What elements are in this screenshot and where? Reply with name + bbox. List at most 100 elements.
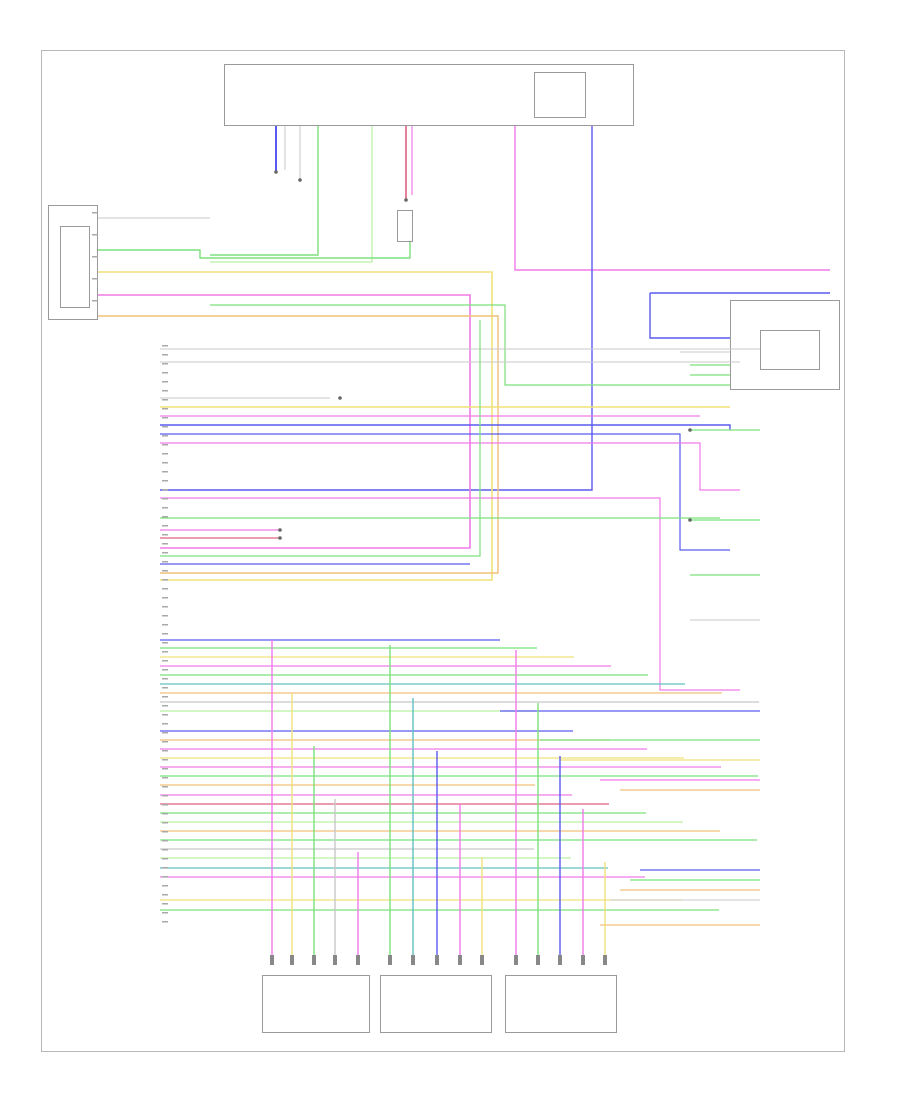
terminal-pin xyxy=(162,678,168,680)
terminal-pin xyxy=(162,615,168,617)
connector-pin xyxy=(558,955,562,965)
terminal-pin xyxy=(162,768,168,770)
terminal-pin xyxy=(162,363,168,365)
terminal-pin xyxy=(162,489,168,491)
connector-pin xyxy=(312,955,316,965)
terminal-pin xyxy=(162,858,168,860)
wire-12 xyxy=(98,294,471,549)
terminal-pin xyxy=(162,354,168,356)
splice-dot xyxy=(404,198,408,202)
terminal-pin xyxy=(162,498,168,500)
top-module-box xyxy=(224,64,634,126)
wire-7 xyxy=(514,126,830,271)
connector-pin xyxy=(514,955,518,965)
terminal-pin xyxy=(162,417,168,419)
bottom-component-right xyxy=(505,975,617,1033)
terminal-pin xyxy=(162,804,168,806)
terminal-pin xyxy=(162,732,168,734)
terminal-pin xyxy=(162,381,168,383)
terminal-pin xyxy=(162,471,168,473)
terminal-pin xyxy=(162,885,168,887)
terminal-pin xyxy=(162,867,168,869)
wire-13 xyxy=(98,315,499,574)
terminal-pin xyxy=(162,651,168,653)
connector-pin xyxy=(458,955,462,965)
terminal-pin xyxy=(162,795,168,797)
splice-dot xyxy=(298,178,302,182)
terminal-pin xyxy=(162,507,168,509)
terminal-pin xyxy=(162,408,168,410)
left-module-pin xyxy=(92,234,98,236)
wire-11 xyxy=(98,271,493,581)
terminal-pin xyxy=(162,813,168,815)
terminal-pin xyxy=(162,840,168,842)
terminal-pin xyxy=(162,876,168,878)
terminal-pin xyxy=(162,660,168,662)
terminal-pin xyxy=(162,525,168,527)
terminal-pin xyxy=(162,831,168,833)
terminal-pin xyxy=(162,741,168,743)
terminal-pin xyxy=(162,714,168,716)
terminal-pin xyxy=(162,786,168,788)
terminal-pin xyxy=(162,822,168,824)
terminal-pin xyxy=(162,759,168,761)
terminal-pin xyxy=(162,453,168,455)
right-component-2 xyxy=(760,330,820,370)
splice-dot xyxy=(274,170,278,174)
left-inner-box xyxy=(60,226,90,308)
wire-23 xyxy=(160,497,740,691)
connector-pin xyxy=(290,955,294,965)
terminal-pin xyxy=(162,444,168,446)
connector-pin xyxy=(536,955,540,965)
splice-box xyxy=(397,210,413,242)
terminal-pin xyxy=(162,912,168,914)
left-module-pin xyxy=(92,256,98,258)
left-module-pin xyxy=(92,300,98,302)
terminal-pin xyxy=(162,462,168,464)
terminal-pin xyxy=(162,696,168,698)
wire-21 xyxy=(160,433,730,551)
terminal-pin xyxy=(162,705,168,707)
wire-3 xyxy=(210,126,319,256)
connector-pin xyxy=(333,955,337,965)
terminal-pin xyxy=(162,570,168,572)
wire-22 xyxy=(160,442,740,491)
connector-pin xyxy=(388,955,392,965)
connector-pin xyxy=(270,955,274,965)
wire-10 xyxy=(98,242,411,259)
connector-pin xyxy=(581,955,585,965)
terminal-pin xyxy=(162,579,168,581)
terminal-pin xyxy=(162,426,168,428)
terminal-pin xyxy=(162,669,168,671)
connector-pin xyxy=(480,955,484,965)
terminal-pin xyxy=(162,435,168,437)
left-module-pin xyxy=(92,212,98,214)
connector-pin xyxy=(356,955,360,965)
terminal-pin xyxy=(162,399,168,401)
terminal-pin xyxy=(162,561,168,563)
connector-pin xyxy=(435,955,439,965)
terminal-pin xyxy=(162,552,168,554)
terminal-pin xyxy=(162,597,168,599)
top-module-inner-box xyxy=(534,72,586,118)
terminal-pin xyxy=(162,543,168,545)
wire-20 xyxy=(160,424,731,430)
terminal-pin xyxy=(162,723,168,725)
bottom-component-left xyxy=(262,975,370,1033)
right-component-1 xyxy=(730,300,840,390)
splice-dot xyxy=(338,396,342,400)
connector-pin xyxy=(411,955,415,965)
splice-dot xyxy=(688,428,692,432)
terminal-pin xyxy=(162,633,168,635)
splice-dot xyxy=(278,536,282,540)
wire-4 xyxy=(210,126,373,263)
bottom-component-center xyxy=(380,975,492,1033)
terminal-pin xyxy=(162,372,168,374)
wire-30 xyxy=(649,293,730,339)
terminal-pin xyxy=(162,849,168,851)
diagram-frame xyxy=(41,50,845,1052)
terminal-pin xyxy=(162,624,168,626)
terminal-pin xyxy=(162,390,168,392)
